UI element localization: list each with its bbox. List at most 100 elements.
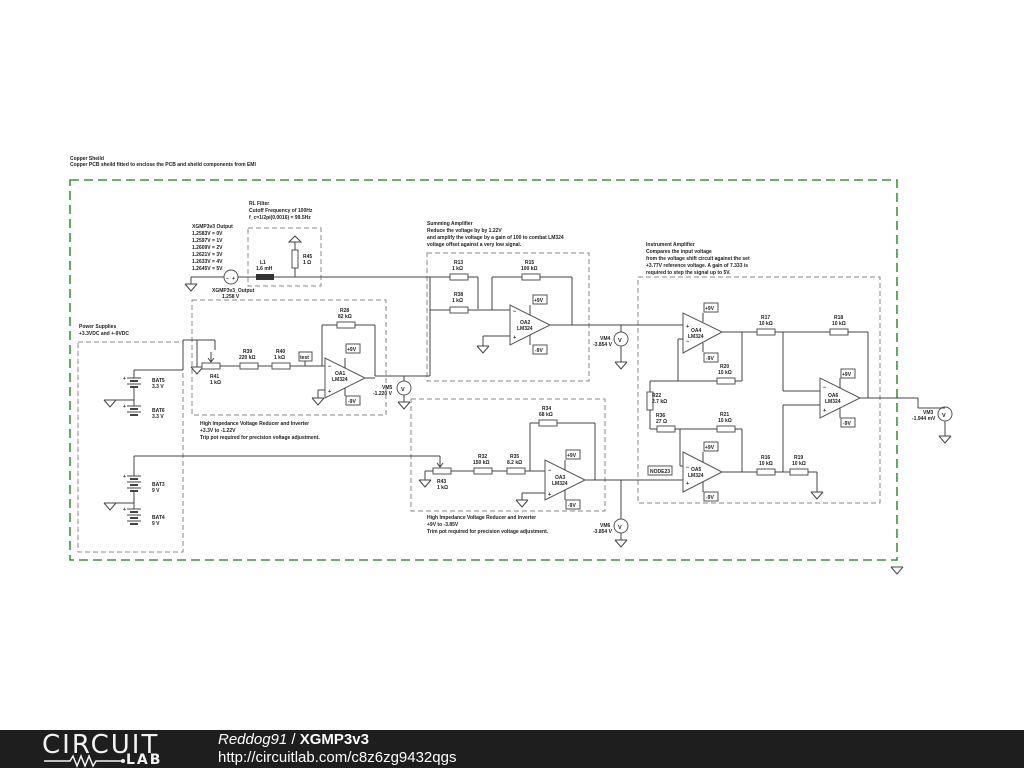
vm6-name: VM6 <box>600 523 611 529</box>
svg-text:-9V: -9V <box>535 348 543 354</box>
instrument-line4: required to step the signal up to 5V. <box>646 270 731 276</box>
r15-name: R15 <box>525 260 534 266</box>
resistor-r13 <box>449 273 469 281</box>
resistor-r38 <box>449 306 469 314</box>
r22-name: R22 <box>652 393 661 399</box>
oa1-part: LM324 <box>332 377 348 383</box>
oa1-name: OA1 <box>335 371 346 377</box>
bat4-value: 9 V <box>152 521 160 527</box>
resistor-r40 <box>271 362 291 370</box>
svg-text:+9V: +9V <box>842 372 852 378</box>
r45-name: R45 <box>303 254 312 260</box>
resistor-r35 <box>506 467 526 475</box>
node-test: test <box>300 355 309 361</box>
output-line-4: 1.2633V = 4V <box>192 259 223 265</box>
battery-bat3: + <box>123 474 141 492</box>
potentiometer-r43 <box>432 467 452 475</box>
r19-name: R19 <box>794 455 803 461</box>
oa2-name: OA2 <box>520 320 531 326</box>
author-separator: / <box>287 731 300 748</box>
battery-bat5: + <box>123 370 141 388</box>
svg-text:+: + <box>686 324 689 330</box>
r40-value: 1 kΩ <box>274 355 285 361</box>
shield-title: Copper Sheild <box>70 156 104 162</box>
xgmp3v3-source: −+ <box>184 269 239 292</box>
power-line1: +3.3VDC and +-9VDC <box>79 331 129 337</box>
oa6-part: LM324 <box>825 399 841 405</box>
r16-value: 10 kΩ <box>759 461 773 467</box>
node-label-node23 <box>647 465 673 476</box>
circuitlab-logo[interactable]: CIRCUIT LAB <box>42 730 192 768</box>
resistor-r45 <box>291 249 299 269</box>
rl-filter-region <box>247 227 322 287</box>
r13-name: R13 <box>454 260 463 266</box>
r28-name: R28 <box>340 308 349 314</box>
svg-text:-9V: -9V <box>706 495 714 501</box>
vm3-value: -1.944 mV <box>912 416 936 422</box>
opamp-oa5: − + +9V -9V <box>682 441 724 502</box>
vm5-name: VM5 <box>382 385 393 391</box>
r34-name: R34 <box>542 406 551 412</box>
project-name[interactable]: XGMP3v3 <box>299 731 369 748</box>
resistor-r34 <box>538 419 558 427</box>
r41-name: R41 <box>210 374 219 380</box>
opamp-oa3: − + +9V -9V <box>544 449 587 510</box>
r13-value: 1 kΩ <box>452 266 463 272</box>
reducer1-region <box>191 299 387 416</box>
svg-text:+: + <box>823 408 826 414</box>
reducer2-line1: +9V to -3.85V <box>427 522 459 528</box>
svg-text:V: V <box>618 525 622 531</box>
vm5-value: -1.220 V <box>373 391 393 397</box>
reducer2-line2: Trim pot required for precision voltage … <box>427 529 549 535</box>
r18-value: 10 kΩ <box>832 321 846 327</box>
svg-text:-9V: -9V <box>348 399 356 405</box>
svg-text:V: V <box>618 338 622 344</box>
output-line-1: 1.2597V = 1V <box>192 238 223 244</box>
r43-name: R43 <box>437 479 446 485</box>
opamp-oa6: − + +9V -9V <box>819 368 862 428</box>
r17-name: R17 <box>761 315 770 321</box>
author-line: Reddog91 / XGMP3v3 <box>218 731 369 748</box>
resistor-r18 <box>829 328 849 336</box>
resistor-r17 <box>756 328 776 336</box>
svg-text:+9V: +9V <box>534 298 544 304</box>
svg-text:−: − <box>548 468 551 474</box>
svg-text:−: − <box>823 385 826 391</box>
svg-text:V: V <box>942 413 946 419</box>
author-name[interactable]: Reddog91 <box>218 731 288 748</box>
r35-name: R35 <box>510 454 519 460</box>
project-url[interactable]: http://circuitlab.com/c8z6zg9432qgs <box>218 749 457 766</box>
oa6-name: OA6 <box>828 393 839 399</box>
output-line-0: 1.2583V = 0V <box>192 231 223 237</box>
resistor-r16 <box>756 468 776 476</box>
r32-name: R32 <box>478 454 487 460</box>
resistor-r36 <box>656 425 676 433</box>
summing-line3: voltage offset against a very low signal… <box>427 242 522 248</box>
output-title: XGMP3v3 Output <box>192 224 233 230</box>
svg-text:+: + <box>123 404 126 410</box>
battery-bat4: + <box>123 507 141 525</box>
svg-text:+9V: +9V <box>705 445 715 451</box>
oa4-name: OA4 <box>691 328 702 334</box>
oa2-part: LM324 <box>517 326 533 332</box>
output-line-3: 1.2621V = 3V <box>192 252 223 258</box>
oa3-name: OA3 <box>555 475 566 481</box>
oa5-part: LM324 <box>688 473 704 479</box>
logo-text-circuit: CIRCUIT <box>42 730 160 760</box>
svg-text:+: + <box>232 276 235 282</box>
oa3-part: LM324 <box>552 481 568 487</box>
reducer1-line1: +3.3V to -1.22V <box>200 428 236 434</box>
r43-value: 1 kΩ <box>437 485 448 491</box>
r40-name: R40 <box>276 349 285 355</box>
svg-text:+: + <box>513 335 516 341</box>
r45-value: 1 Ω <box>303 260 311 266</box>
logo-text-lab: LAB <box>126 752 163 768</box>
r19-value: 10 kΩ <box>792 461 806 467</box>
r21-name: R21 <box>720 412 729 418</box>
r41-value: 1 kΩ <box>210 380 221 386</box>
svg-text:−: − <box>328 364 331 370</box>
reducer2-title: High Impedance Voltage Reducer and Inver… <box>427 515 536 521</box>
r36-value: 27 Ω <box>656 419 667 425</box>
svg-text:+: + <box>686 481 689 487</box>
rl-filter-line1: Cutoff Frequency of 100Hz <box>249 208 313 214</box>
